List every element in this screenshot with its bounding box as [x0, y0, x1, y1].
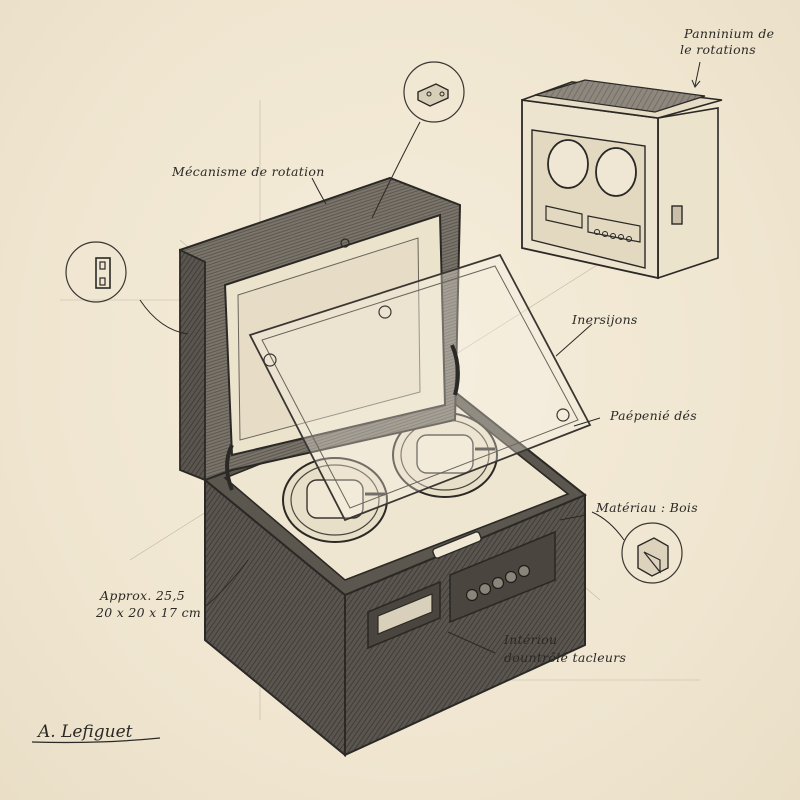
annotation-interior-2: dountrôlé tacleurs: [504, 650, 627, 665]
latch-bracket-icon: [65, 241, 189, 335]
annotation-material: Matériau : Bois: [596, 500, 698, 515]
inset-winder-left: [547, 139, 589, 189]
annotation-dims-1: Approx. 25,5: [100, 588, 185, 603]
annotation-mechanism: Mécanisme de rotation: [172, 164, 325, 179]
annotation-inversions: Inersijons: [572, 312, 638, 327]
lcd-display: [377, 593, 433, 635]
hinge-left: [225, 444, 234, 491]
inset-lid-band: [534, 79, 706, 113]
signature-underline: [31, 737, 161, 744]
annotation-dims-2: 20 x 20 x 17 cm: [96, 605, 202, 620]
inset-winder-right: [595, 147, 637, 197]
leader-lines: [205, 177, 601, 654]
inset-control-panel: [587, 215, 641, 243]
inset-watch-winder-view: [521, 61, 723, 280]
glass-panel: [248, 253, 592, 522]
control-panel: [449, 530, 556, 624]
lid-side: [179, 248, 206, 482]
front-latch: [432, 531, 482, 559]
annotation-top-right-2: le rotations: [680, 42, 756, 57]
artist-signature: A. Lefiguet: [38, 722, 133, 742]
wood-joint-icon: [591, 511, 683, 584]
annotation-pre-dial: Paépenié dés: [610, 408, 697, 423]
main-watch-winder-box: [178, 176, 592, 758]
hinge-plate-icon: [371, 61, 465, 219]
hinge-right: [450, 344, 460, 396]
annotation-top-right-1: Panninium de: [684, 26, 775, 41]
control-buttons: [465, 564, 531, 602]
winder-cup-right: [392, 412, 498, 498]
annotation-interior-1: Intériou: [504, 632, 558, 647]
inset-side-knob: [671, 205, 683, 225]
